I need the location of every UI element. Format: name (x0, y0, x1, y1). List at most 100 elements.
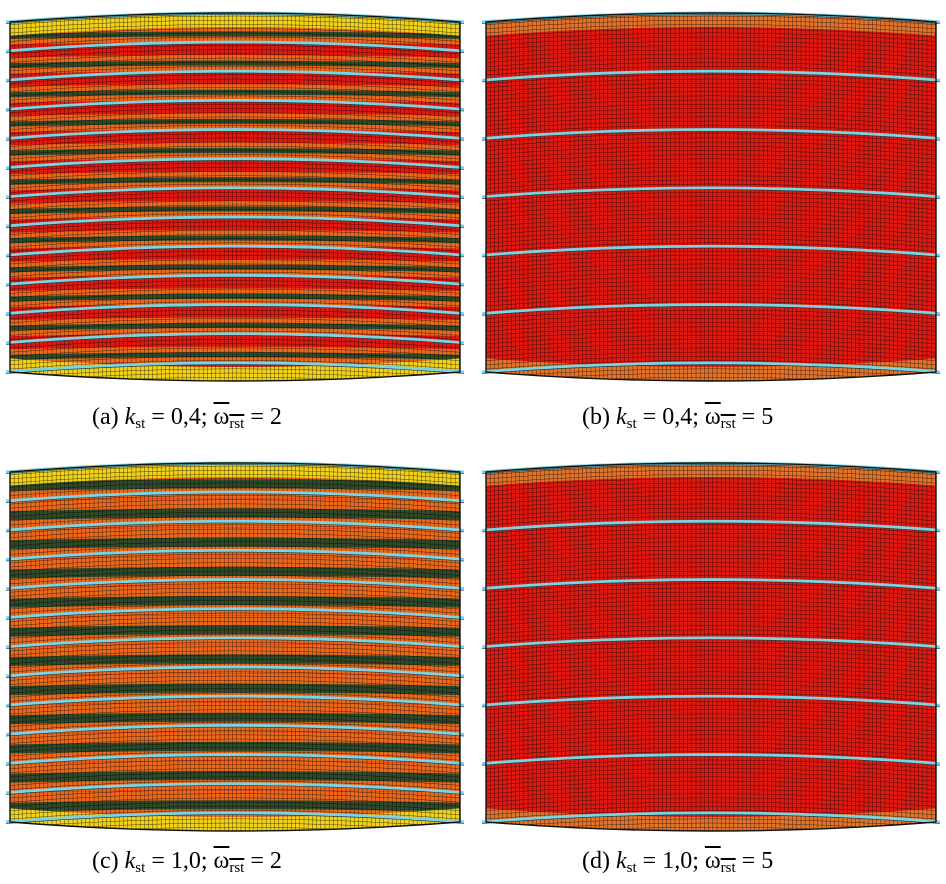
stiffener-ring (5, 519, 465, 532)
k-symbol: k (124, 404, 136, 430)
k-value: 1,0 (170, 848, 201, 874)
shell-figure-b (481, 11, 941, 382)
stiffener-ring-edge (481, 189, 941, 199)
stiffener-ring-edge (5, 785, 465, 795)
stiffener-ring-edge (481, 755, 941, 766)
stiffener-ring (5, 244, 465, 257)
stiffener-ring-edge (5, 72, 465, 83)
shell-outline (485, 462, 937, 832)
stiffener-ring (5, 753, 465, 766)
omega-subscript: rst (229, 416, 245, 432)
stiffener-ring (481, 753, 941, 766)
stiffener-ring-edge (5, 101, 465, 112)
stiffener-ring-edge (481, 130, 941, 141)
stiffener-ring (5, 665, 465, 678)
stiffener-ring (481, 303, 941, 316)
stiffener-ring-edge (5, 697, 465, 708)
k-symbol: k (124, 848, 136, 874)
stiffener-ring (5, 694, 465, 707)
omega-value: 2 (269, 404, 282, 430)
shell-figure-c (5, 461, 465, 832)
stiffener-ring-edge (481, 72, 941, 83)
stiffener-ring-edge (5, 551, 465, 562)
panel-a (0, 0, 470, 390)
omega-symbol: ω (704, 848, 721, 874)
stiffener-ring (481, 694, 941, 707)
stiffener-ring-edge (5, 247, 465, 258)
omega-symbol: ω (213, 848, 230, 874)
stiffener-ring-edge (5, 610, 465, 620)
stiffener-ring-edge (5, 668, 465, 679)
stiffener-ring-edge (5, 522, 465, 533)
caption-label: (d) (582, 848, 610, 874)
stiffener-ring (5, 157, 465, 170)
stiffener-ring-edge (5, 814, 465, 824)
mesh-grid (10, 463, 460, 831)
shell-body (10, 463, 460, 831)
stiffener-ring (5, 607, 465, 620)
mesh-grid (486, 13, 936, 381)
stiffener-ring (5, 215, 465, 228)
caption-c: (c) kst = 1,0; ωrst = 2 (92, 848, 282, 876)
omega-value: 5 (761, 848, 774, 874)
stiffener-ring (481, 636, 941, 649)
caption-d: (d) kst = 1,0; ωrst = 5 (582, 848, 774, 876)
panel-c (0, 450, 470, 840)
stiffener-ring-edge (5, 493, 465, 504)
stiffener-ring (5, 186, 465, 199)
stiffener-ring (5, 636, 465, 649)
k-value: 1,0 (662, 848, 693, 874)
stiffener-ring (5, 99, 465, 111)
stiffener-ring-edge (5, 726, 465, 737)
stiffener-ring-edge (5, 639, 465, 649)
stiffener-ring (5, 40, 465, 53)
k-symbol: k (615, 404, 627, 430)
stiffener-ring-edge (5, 218, 465, 229)
caption-a: (a) kst = 0,4; ωrst = 2 (92, 404, 282, 432)
stiffener-ring (5, 69, 465, 82)
stiffener-ring-edge (481, 464, 941, 474)
stiffener-ring (5, 782, 465, 795)
stiffener-ring-edge (481, 305, 941, 316)
k-subscript: st (135, 860, 146, 876)
stiffener-ring-edge (5, 464, 465, 474)
stiffener-ring-edge (481, 14, 941, 24)
stiffener-ring (481, 69, 941, 82)
stiffener-ring (5, 274, 465, 286)
stiffener-ring-edge (481, 247, 941, 258)
k-value: 0,4 (170, 404, 201, 430)
stiffener-ring (5, 490, 465, 503)
stiffener-ring-edge (481, 697, 941, 708)
panel-b (476, 0, 946, 390)
stiffener-ring-edge (5, 364, 465, 374)
stiffener-ring-edge (5, 276, 465, 287)
omega-symbol: ω (704, 404, 721, 430)
stiffener-ring (5, 811, 465, 824)
stiffener-ring-edge (5, 160, 465, 170)
stiffener-ring (481, 811, 941, 824)
stiffener-ring-edge (481, 364, 941, 374)
shell-outline (9, 462, 461, 832)
omega-value: 5 (761, 404, 774, 430)
shell-figure-d (481, 461, 941, 832)
stiffener-ring (5, 303, 465, 316)
omega-symbol: ω (213, 404, 230, 430)
mesh-grid (486, 463, 936, 831)
stiffener-ring (481, 519, 941, 532)
stiffener-ring-edge (5, 580, 465, 591)
omega-subscript: rst (720, 416, 736, 432)
stiffener-ring-edge (5, 335, 465, 345)
omega-value: 2 (269, 848, 282, 874)
shell-outline (485, 12, 937, 382)
shell-body (486, 13, 936, 381)
stiffener-ring (5, 578, 465, 591)
k-subscript: st (135, 416, 146, 432)
stiffener-ring (481, 244, 941, 257)
stiffener-ring-edge (5, 305, 465, 316)
stiffener-ring (481, 361, 941, 374)
stiffener-ring-edge (481, 522, 941, 533)
shell-body (10, 13, 460, 381)
mesh-grid (10, 13, 460, 381)
stiffener-ring-edge (5, 755, 465, 766)
stiffener-ring-edge (5, 130, 465, 141)
